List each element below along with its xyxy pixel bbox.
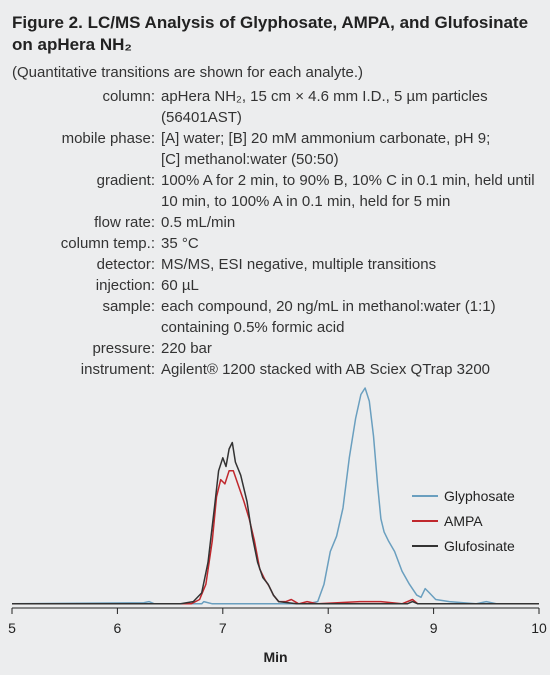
figure-title: Figure 2. LC/MS Analysis of Glyphosate, … [12, 13, 529, 54]
condition-label [12, 107, 161, 128]
conditions-table: column: apHera NH₂, 15 cm × 4.6 mm I.D., … [12, 86, 542, 380]
condition-value: [C] methanol:water (50:50) [161, 151, 339, 168]
condition-value: MS/MS, ESI negative, multiple transition… [161, 256, 437, 273]
condition-label [12, 317, 161, 338]
condition-label [12, 191, 161, 212]
condition-row: column temp.: 35 °C [12, 233, 542, 254]
figure-subtitle: (Quantitative transitions are shown for … [12, 64, 364, 81]
condition-value: (56401AST) [161, 109, 242, 126]
condition-label: instrument: [80, 361, 155, 378]
condition-row: pressure: 220 bar [12, 338, 542, 359]
condition-row: containing 0.5% formic acid [12, 317, 542, 338]
condition-value: 10 min, to 100% A in 0.1 min, held for 5… [161, 193, 451, 210]
series-line-glyphosate [11, 387, 539, 605]
condition-row: instrument: Agilent® 1200 stacked with AB… [12, 359, 542, 380]
condition-value: 220 bar [161, 340, 212, 357]
x-axis-label: Min [263, 649, 287, 665]
condition-label [12, 149, 161, 170]
condition-value: 100% A for 2 min, to 90% B, 10% C in 0.1… [161, 172, 535, 189]
legend-label: Glufosinate [444, 538, 515, 554]
x-tick-label: 5 [8, 620, 16, 636]
x-tick-label: 6 [114, 620, 122, 636]
condition-row: injection: 60 µL [12, 275, 542, 296]
x-tick-label: 7 [219, 620, 227, 636]
condition-row: gradient: 100% A for 2 min, to 90% B, 10%… [12, 170, 542, 191]
condition-value: [A] water; [B] 20 mM ammonium carbonate,… [161, 130, 491, 147]
x-tick-label: 10 [531, 620, 547, 636]
condition-label: injection: [95, 277, 155, 294]
condition-label: detector: [96, 256, 155, 273]
condition-value: Agilent® 1200 stacked with AB Sciex QTra… [161, 361, 491, 378]
condition-row: flow rate: 0.5 mL/min [12, 212, 542, 233]
condition-row: column: apHera NH₂, 15 cm × 4.6 mm I.D., … [12, 86, 542, 107]
condition-row: detector: MS/MS, ESI negative, multiple t… [12, 254, 542, 275]
legend-label: AMPA [444, 513, 483, 529]
condition-label: gradient: [96, 172, 155, 189]
legend-label: Glyphosate [444, 488, 515, 504]
condition-label: flow rate: [94, 214, 155, 231]
condition-value: 35 °C [161, 235, 199, 252]
condition-label: sample: [102, 298, 155, 315]
condition-label: column: [102, 88, 155, 105]
condition-row: [C] methanol:water (50:50) [12, 149, 542, 170]
condition-value: apHera NH₂, 15 cm × 4.6 mm I.D., 5 µm pa… [161, 88, 488, 105]
condition-row: 10 min, to 100% A in 0.1 min, held for 5… [12, 191, 542, 212]
condition-value: each compound, 20 ng/mL in methanol:wate… [161, 298, 496, 315]
condition-value: 0.5 mL/min [161, 214, 236, 231]
condition-row: mobile phase: [A] water; [B] 20 mM ammoni… [12, 128, 542, 149]
condition-row: sample: each compound, 20 ng/mL in methan… [12, 296, 542, 317]
condition-label: mobile phase: [61, 130, 155, 147]
x-tick-label: 8 [324, 620, 332, 636]
series-line-glufosinate [12, 441, 539, 605]
condition-value: containing 0.5% formic acid [161, 319, 345, 336]
condition-label: column temp.: [60, 235, 155, 252]
condition-value: 60 µL [161, 277, 199, 294]
x-tick-label: 9 [430, 620, 438, 636]
condition-row: (56401AST) [12, 107, 542, 128]
condition-label: pressure: [92, 340, 155, 357]
